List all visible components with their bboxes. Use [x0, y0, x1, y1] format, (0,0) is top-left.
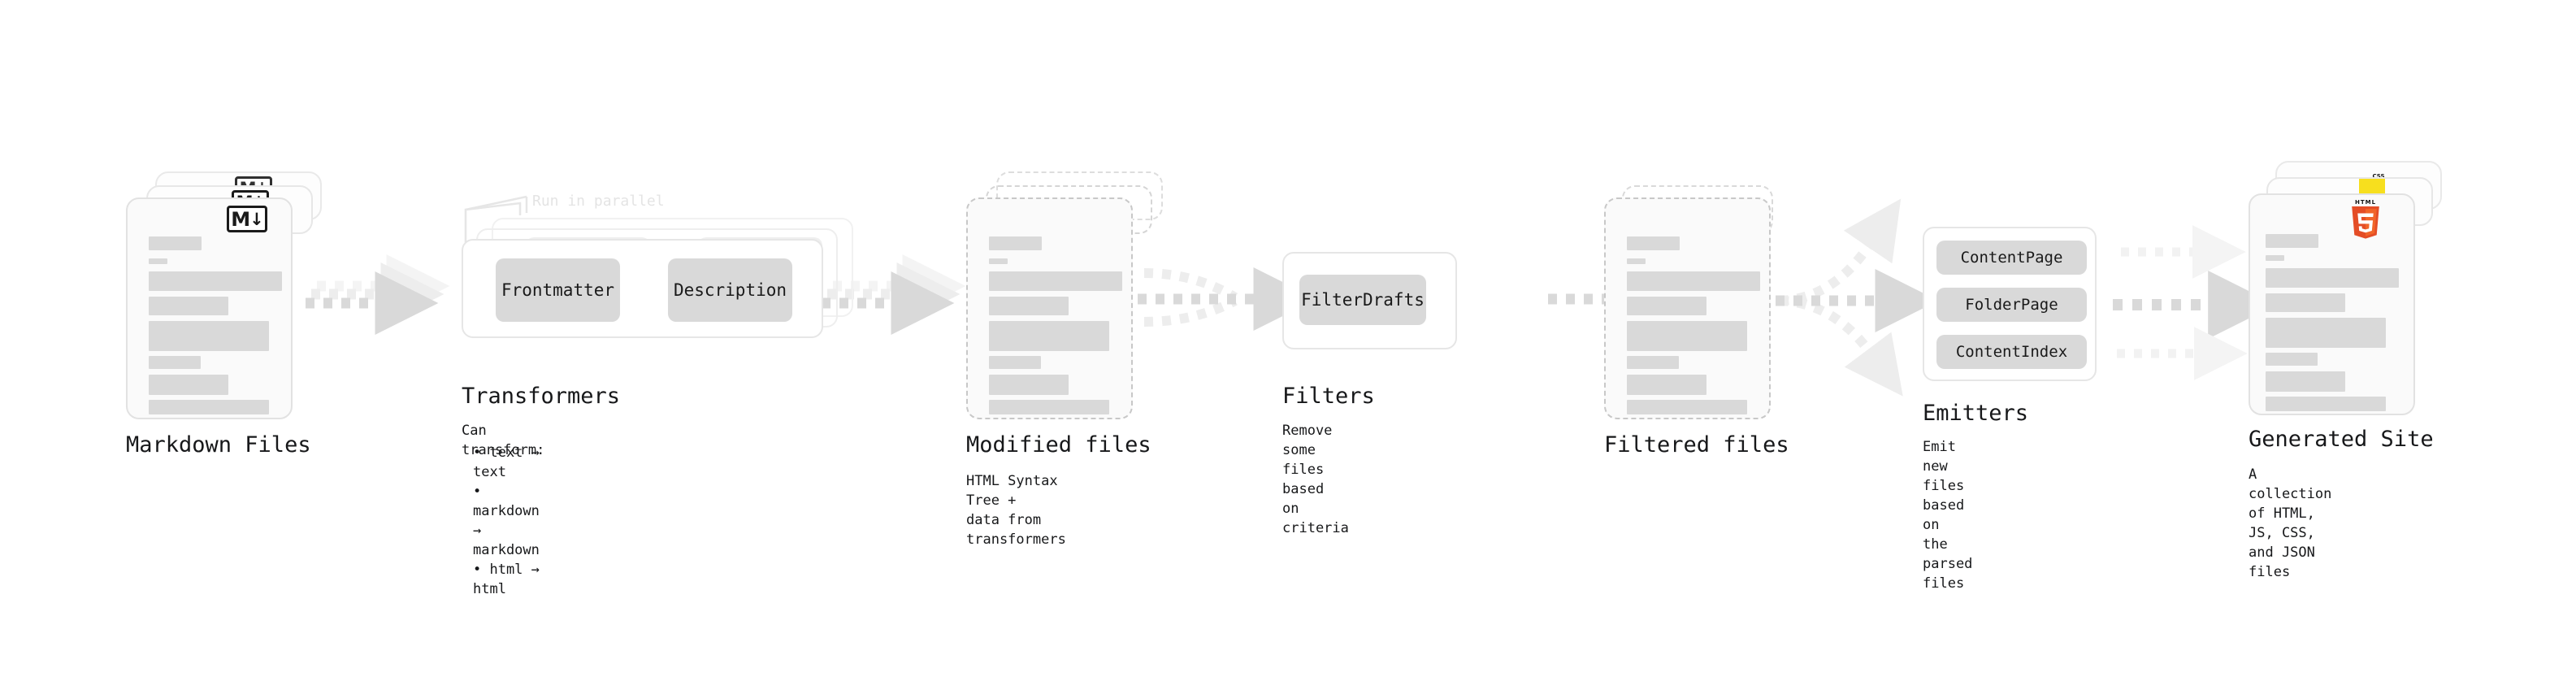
- emitter-chip-folderpage[interactable]: FolderPage: [1936, 288, 2087, 322]
- card-bar: [149, 356, 201, 369]
- markdown-icon-label: M: [231, 207, 250, 231]
- transformers-bullet: • text → text: [473, 445, 540, 480]
- run-in-parallel-label: Run in parallel: [532, 193, 665, 210]
- filters-subtitle: Remove some files based on criteria: [1282, 423, 1349, 536]
- markdown-files-title: Markdown Files: [126, 432, 311, 458]
- card-bar: [989, 356, 1041, 369]
- card-bar: [149, 375, 228, 395]
- transformers-bullet: • markdown → markdown: [473, 484, 540, 558]
- card-bar: [2266, 255, 2284, 261]
- card-bar: [149, 321, 269, 351]
- markdown-card-front: [126, 197, 293, 419]
- transformers-bullets: • text → text • markdown → markdown • ht…: [462, 443, 540, 599]
- html5-shield-icon: [2352, 206, 2379, 239]
- card-bar: [1627, 356, 1679, 369]
- card-bar: [2266, 234, 2318, 248]
- filtered-files-title: Filtered files: [1604, 432, 1789, 458]
- card-bar: [989, 321, 1109, 351]
- filtered-card-front: [1604, 197, 1771, 419]
- card-bar: [1627, 271, 1760, 291]
- html5-icon-label: HTML: [2354, 199, 2377, 206]
- arrow-modified-to-filters: [1138, 267, 1317, 331]
- filters-group: FilterDrafts: [1282, 252, 1457, 349]
- modified-files-title: Modified files: [966, 432, 1151, 458]
- card-bar: [149, 271, 282, 291]
- arrow-filtered-to-emitters: [1776, 198, 1939, 397]
- card-bar: [1627, 236, 1680, 250]
- transformers-title: Transformers: [462, 384, 621, 409]
- card-bar: [2266, 318, 2386, 348]
- transformers-group: Frontmatter Description: [462, 239, 823, 338]
- card-bar: [2266, 268, 2399, 288]
- transformer-chip-description[interactable]: Description: [668, 258, 792, 322]
- card-bar: [989, 271, 1122, 291]
- html5-icon: HTML: [2349, 199, 2382, 239]
- card-bar: [2266, 371, 2345, 392]
- arrow-emitters-to-site: [2113, 225, 2277, 380]
- css-icon-label: CSS: [2372, 173, 2385, 180]
- modified-card-front: [966, 197, 1133, 419]
- card-bar: [989, 400, 1109, 414]
- site-card-front: [2249, 193, 2415, 415]
- emitters-title: Emitters: [1923, 401, 2029, 426]
- arrow-markdown-to-transformers: [306, 254, 450, 335]
- card-bar: [989, 297, 1069, 315]
- card-bar: [2266, 397, 2386, 411]
- transformers-subtitle: Can transform:: [462, 423, 545, 458]
- card-bar: [2266, 353, 2318, 366]
- transformer-chip-frontmatter[interactable]: Frontmatter: [496, 258, 620, 322]
- card-bar: [989, 375, 1069, 395]
- card-bar: [2266, 293, 2345, 312]
- card-bar: [149, 400, 269, 414]
- emitters-subtitle: Emit new files based on the parsed files: [1923, 439, 1973, 592]
- card-bar: [1627, 375, 1706, 395]
- filters-title: Filters: [1282, 384, 1375, 409]
- modified-files-subtitle: HTML Syntax Tree + data from transformer…: [966, 473, 1066, 548]
- markdown-icon: M↓: [227, 206, 267, 232]
- card-bar: [1627, 321, 1747, 351]
- generated-site-title: Generated Site: [2249, 427, 2434, 452]
- emitter-chip-contentpage[interactable]: ContentPage: [1936, 241, 2087, 275]
- transformers-bullet: • html → html: [473, 562, 540, 597]
- card-bar: [1627, 297, 1706, 315]
- emitters-group: ContentPage FolderPage ContentIndex: [1923, 227, 2097, 381]
- card-bar: [1627, 258, 1646, 264]
- card-bar: [149, 297, 228, 315]
- generated-site-subtitle: A collection of HTML, JS, CSS, and JSON …: [2249, 466, 2332, 580]
- card-bar: [1627, 400, 1747, 414]
- card-bar: [149, 258, 167, 264]
- card-bar: [989, 258, 1008, 264]
- card-bar: [989, 236, 1042, 250]
- card-bar: [149, 236, 202, 250]
- filter-chip-filterdrafts[interactable]: FilterDrafts: [1299, 275, 1426, 325]
- js-icon: [2359, 179, 2385, 195]
- emitter-chip-contentindex[interactable]: ContentIndex: [1936, 335, 2087, 369]
